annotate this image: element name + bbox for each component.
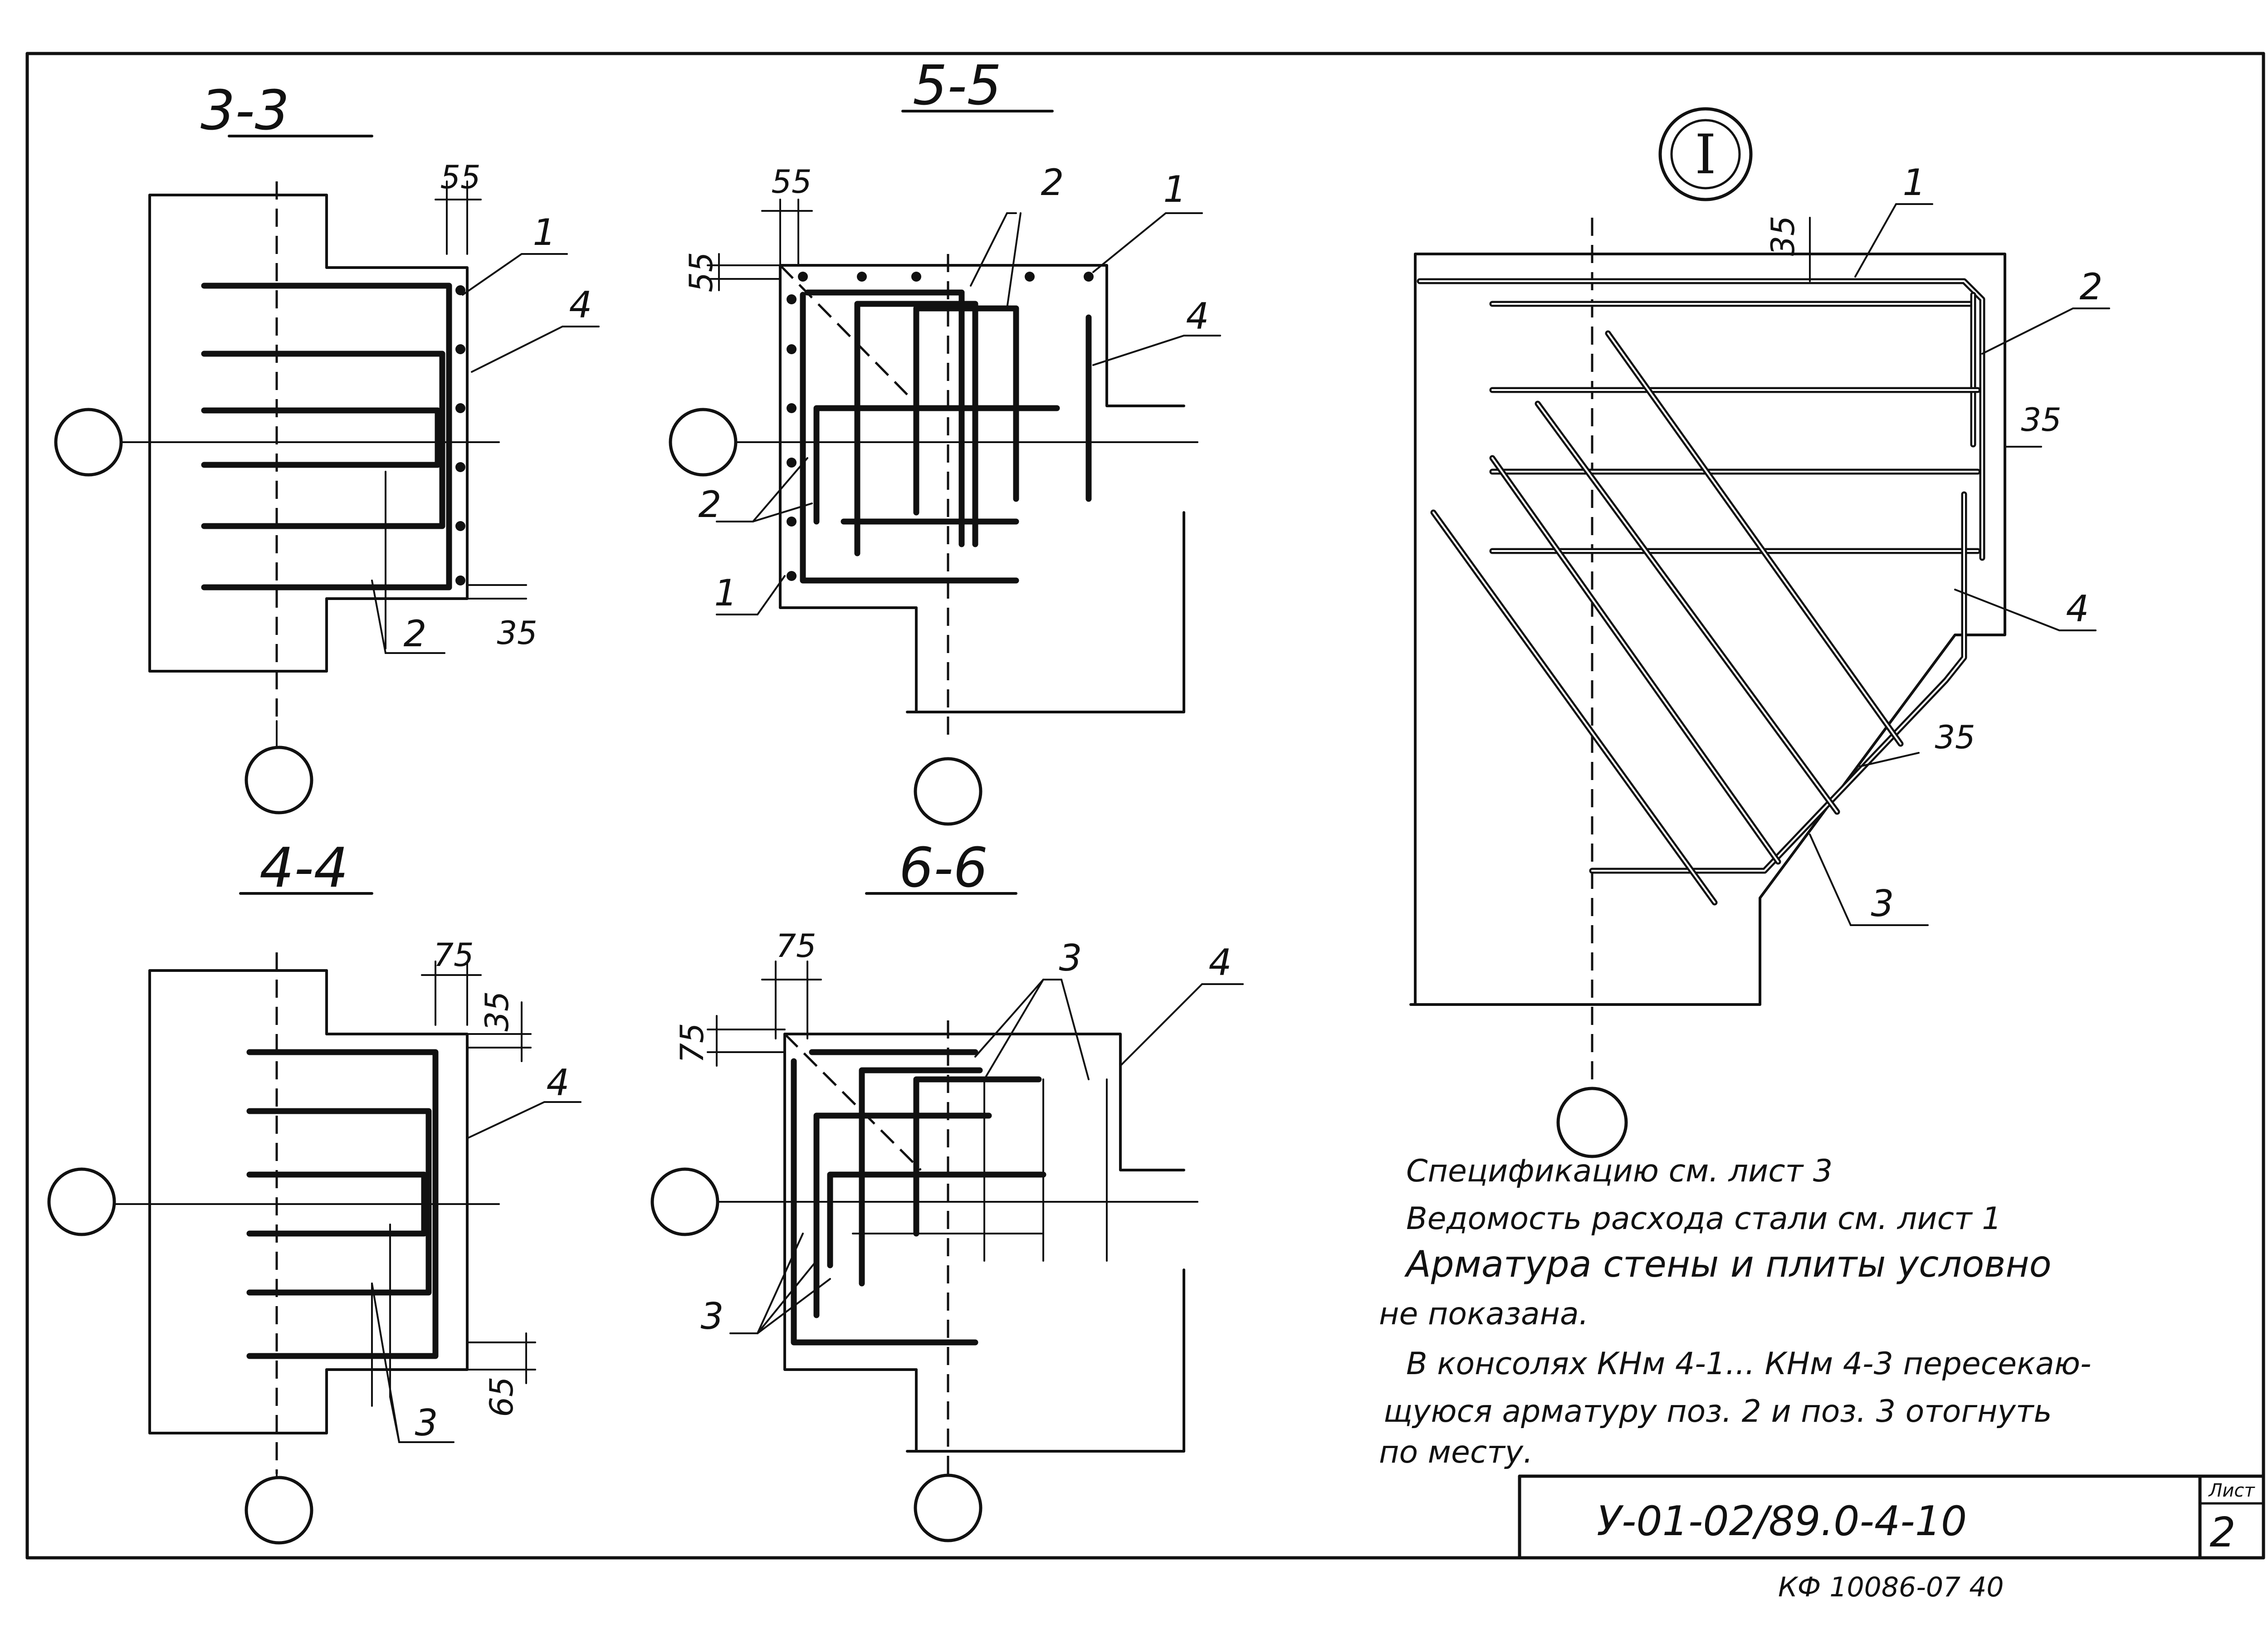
grid-axis-bubble: [1556, 1087, 1628, 1158]
grid-axis-bubble: [914, 757, 982, 826]
dim-35-diag: 35: [1935, 719, 1975, 756]
dim-55-side: 55: [683, 252, 720, 292]
callout-2-top: 2: [1041, 161, 1064, 204]
rebar-bars-3-3: [201, 283, 452, 649]
footer-code: КФ 10086-07 40: [1778, 1571, 2004, 1603]
note-line-1: Спецификацию см. лист 3: [1406, 1153, 1833, 1189]
callout-1-left: 1: [714, 572, 738, 614]
sheet-frame: [25, 52, 2265, 1560]
dim-35-top: 35: [1765, 215, 1802, 256]
node-I: I: [1409, 107, 2110, 1158]
doc-code: У-01-02/89.0-4-10: [1597, 1497, 1967, 1545]
note-line-2: Ведомость расхода стали см. лист 1: [1406, 1201, 2001, 1237]
callout-2: 2: [404, 613, 427, 655]
grid-axis-bubble: [54, 408, 123, 477]
dim-65: 65: [483, 1376, 520, 1417]
section-6-6: 6-6 75 75: [650, 837, 1244, 1542]
dim-75: 75: [433, 937, 474, 974]
section-title-5-5: 5-5: [913, 54, 1002, 117]
dim-35: 35: [497, 615, 537, 652]
rebar-dots-3-3: [455, 285, 465, 585]
callout-4: 4: [569, 284, 592, 326]
callout-2: 2: [2080, 266, 2103, 308]
callout-4: 4: [1209, 941, 1232, 984]
dim-55: 55: [440, 159, 480, 196]
rebar-bars-6-6: [791, 1049, 1108, 1346]
callout-3: 3: [1871, 883, 1894, 925]
callout-1-top: 1: [1163, 168, 1187, 210]
section-title-6-6: 6-6: [899, 837, 988, 900]
rebar-bars-5-5: [800, 289, 1092, 584]
section-title-4-4: 4-4: [259, 837, 348, 900]
callout-4: 4: [1186, 295, 1209, 337]
rebar-bars-node: [1417, 278, 1985, 906]
callout-3-left: 3: [701, 1295, 724, 1337]
section-4-4: 4-4 75 35 65: [47, 837, 582, 1545]
note-line-3: Арматура стены и плиты условно: [1404, 1243, 2052, 1285]
section-5-5: 5-5: [669, 54, 1221, 826]
grid-axis-bubble: [914, 1473, 982, 1542]
rebar-dots-5-5: [787, 272, 1094, 581]
sheet-label: Лист: [2208, 1480, 2255, 1501]
dim-75-side: 75: [674, 1023, 711, 1063]
callout-4: 4: [2066, 588, 2089, 630]
dim-35: 35: [479, 991, 516, 1031]
note-line-7: по месту.: [1379, 1434, 1533, 1470]
dim-35-right: 35: [2021, 401, 2061, 439]
grid-axis-bubble: [669, 408, 738, 477]
callout-3-top: 3: [1059, 937, 1082, 979]
notes-block: Спецификацию см. лист 3 Ведомость расход…: [1379, 1153, 2092, 1470]
note-line-5: В консолях КНм 4-1... КНм 4-3 пересекаю-: [1406, 1346, 2092, 1382]
grid-axis-bubble: [650, 1167, 719, 1236]
note-line-6: щуюся арматуру поз. 2 и поз. 3 отогнуть: [1383, 1394, 2052, 1429]
grid-axis-bubble: [244, 746, 313, 815]
grid-axis-bubble: [47, 1167, 116, 1236]
section-3-3: 3-3 55: [54, 79, 600, 815]
callout-2-left: 2: [699, 483, 722, 526]
callout-1: 1: [533, 211, 556, 254]
callout-4: 4: [547, 1062, 570, 1104]
title-block: У-01-02/89.0-4-10 Лист 2 КФ 10086-07 40: [1518, 1474, 2265, 1603]
section-title-3-3: 3-3: [200, 79, 289, 142]
note-line-4: не показана.: [1379, 1296, 1589, 1332]
sheet-number: 2: [2209, 1509, 2235, 1556]
callout-1: 1: [1903, 161, 1926, 204]
callout-3: 3: [415, 1402, 438, 1444]
dim-75-top: 75: [776, 927, 816, 965]
node-title: I: [1695, 123, 1716, 186]
dim-55-top: 55: [771, 163, 811, 200]
grid-axis-bubble: [244, 1476, 313, 1545]
